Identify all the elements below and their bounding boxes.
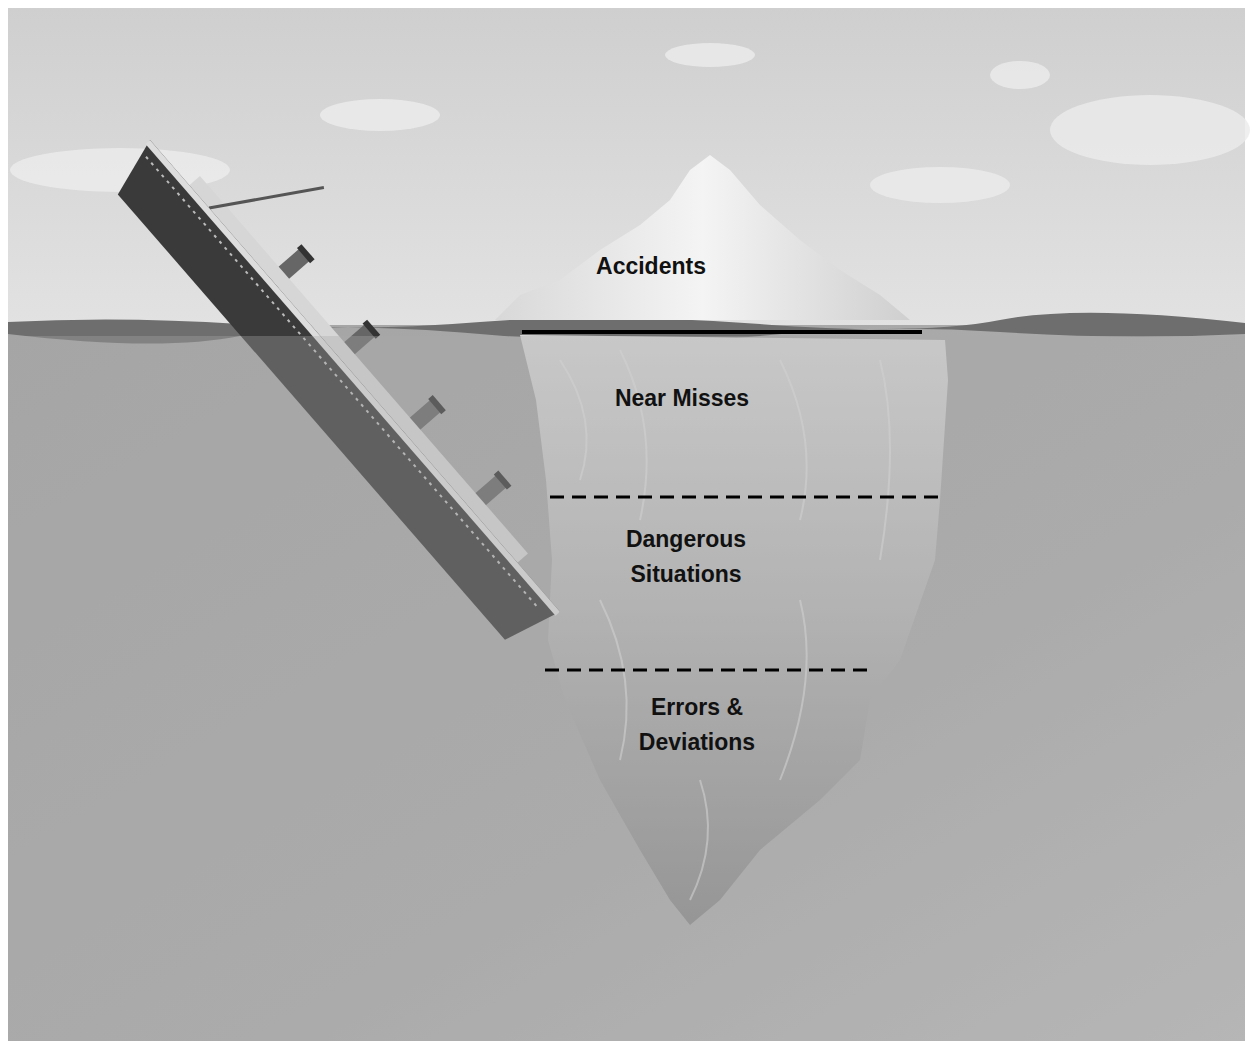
iceberg-band: Dangerous Situations — [606, 522, 766, 592]
band-label: Accidents — [501, 249, 801, 284]
band-label: Near Misses — [532, 381, 832, 416]
band-label: Dangerous Situations — [606, 522, 766, 592]
divider-line — [545, 669, 868, 672]
sea — [8, 325, 1245, 1041]
iceberg-band: Near Misses — [532, 381, 832, 416]
water-tint — [8, 336, 1245, 1041]
iceberg-band: Errors & Deviations — [617, 690, 777, 760]
clouds — [10, 43, 1250, 203]
iceberg-band: Accidents — [501, 249, 801, 284]
iceberg-tip — [495, 155, 910, 320]
divider-line — [522, 330, 922, 334]
divider-line — [550, 496, 942, 499]
band-label: Errors & Deviations — [617, 690, 777, 760]
